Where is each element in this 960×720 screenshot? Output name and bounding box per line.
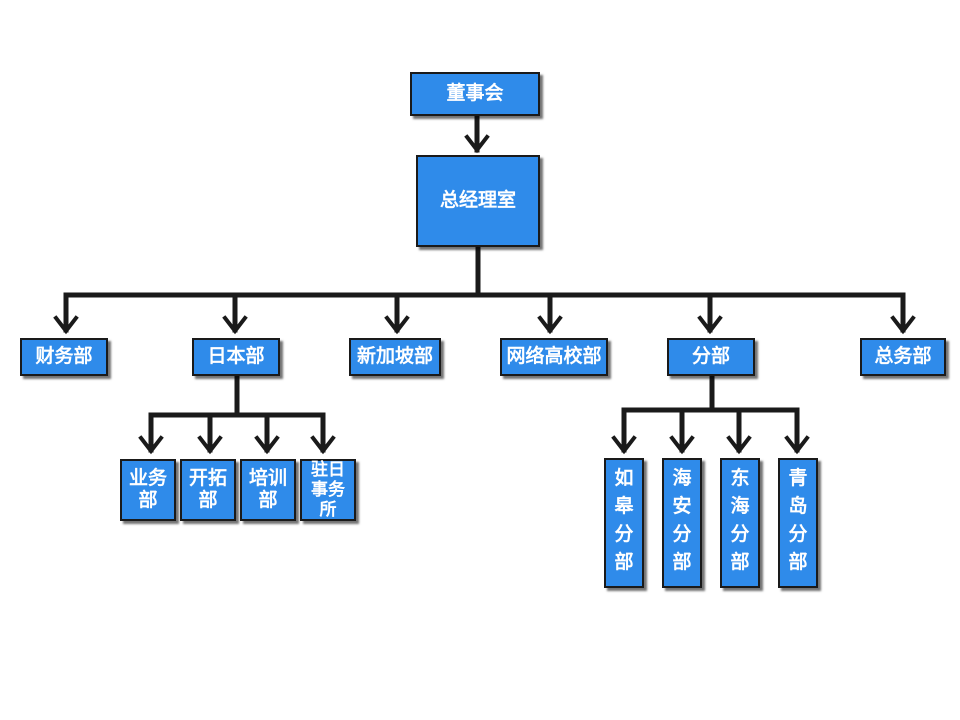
node-branch-haian: 海安分部 [662,458,702,588]
node-branch-label: 青岛分部 [788,467,808,573]
node-dept-branch: 分部 [667,338,755,376]
arrowhead-dept-3 [384,315,410,335]
arrowhead-japan-2 [197,435,223,455]
node-dept-network: 网络高校部 [500,338,608,376]
node-sub-label: 开拓部 [188,467,227,511]
node-branch-label: 东海分部 [730,467,750,573]
node-dept-general-affairs: 总务部 [860,338,946,376]
arrowhead-root-gm [464,134,490,154]
arrowhead-branch-3 [726,435,752,455]
arrowhead-branch-1 [611,435,637,455]
node-dept-finance: 财务部 [20,338,108,376]
node-branch-rugao: 如皋分部 [604,458,644,588]
node-japan-business: 业务部 [120,459,176,521]
arrowhead-dept-6 [890,315,916,335]
node-dept-singapore: 新加坡部 [349,338,441,376]
arrowhead-japan-4 [310,435,336,455]
node-dept-japan: 日本部 [192,338,280,376]
arrowhead-dept-2 [222,315,248,335]
node-dept-label: 日本部 [207,345,265,368]
node-branch-label: 海安分部 [672,467,692,573]
node-branch-qingdao: 青岛分部 [778,458,818,588]
arrowhead-dept-4 [537,315,563,335]
node-dept-label: 财务部 [35,345,93,368]
arrowhead-branch-2 [669,435,695,455]
node-board-label: 董事会 [446,82,504,105]
node-sub-label: 培训部 [248,467,287,511]
node-branch-donghai: 东海分部 [720,458,760,588]
arrowhead-branch-4 [784,435,810,455]
node-japan-training: 培训部 [240,459,296,521]
node-dept-label: 分部 [691,345,730,368]
node-dept-label: 网络高校部 [506,345,602,368]
node-dept-label: 新加坡部 [356,345,433,368]
node-branch-label: 如皋分部 [614,467,634,573]
node-sub-label: 业务部 [128,467,167,511]
node-gm: 总经理室 [416,155,540,247]
arrowhead-japan-1 [138,435,164,455]
node-japan-office: 驻日事务所 [300,459,356,521]
arrowhead-japan-3 [254,435,280,455]
node-board: 董事会 [410,72,540,116]
arrowhead-dept-5 [697,315,723,335]
node-sub-label: 驻日事务所 [311,460,345,520]
node-japan-development: 开拓部 [180,459,236,521]
node-gm-label: 总经理室 [439,189,516,212]
node-dept-label: 总务部 [874,345,932,368]
arrowhead-dept-1 [53,315,79,335]
